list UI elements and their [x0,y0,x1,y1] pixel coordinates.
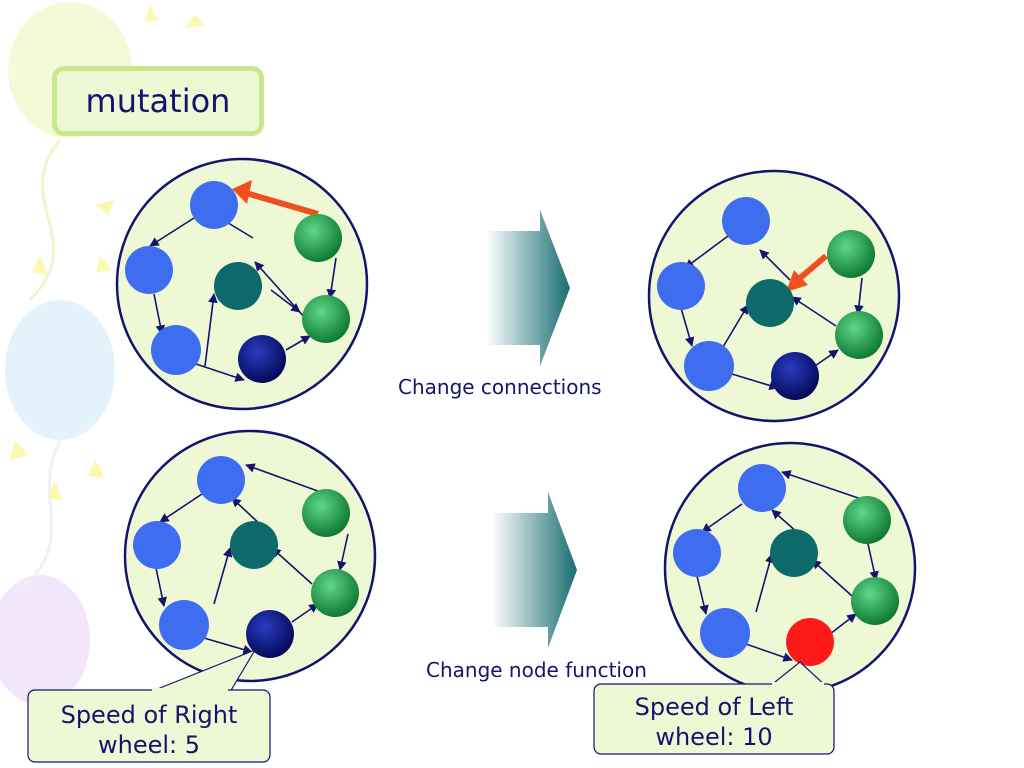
node-red [786,618,834,666]
node-green [843,496,891,544]
node-green [294,214,342,262]
highlight-arrow-head [786,270,808,292]
node-teal [746,279,794,327]
highlight-arrow-shaft [245,190,319,217]
callout-joint [152,688,228,693]
node-green [302,295,350,343]
node-teal [770,529,818,577]
highlight-arrow-shaft [798,253,828,281]
node-blue [197,456,245,504]
connections [155,463,349,655]
callout-box [27,689,271,763]
node-teal [230,521,278,569]
caption-change-node-function: Change node function [426,658,647,682]
connections [680,235,864,391]
node-green [827,230,875,278]
transition-arrow-top [486,210,570,366]
slide-title: mutation [85,82,231,120]
node-teal [214,262,262,310]
balloon-decoration-bottom [0,575,90,705]
node-blue [684,341,734,391]
node-blue [125,246,173,294]
callout-left-wheel-text: Speed of Left wheel: 10 [634,693,794,751]
node-blue [722,197,770,245]
star-decorations [10,5,205,500]
caption-change-connections: Change connections [398,375,602,399]
balloon-string-middle [19,439,62,592]
connections [149,217,337,382]
callout-left-wheel [593,661,835,755]
callout-right-wheel-text: Speed of Right wheel: 5 [60,701,238,759]
node-blue [133,521,181,569]
network-bottom-right [663,441,917,695]
node-blue [190,181,238,229]
node-blue [657,262,705,310]
network-top-right [647,169,901,423]
network-bottom-left [123,429,377,683]
node-green [835,311,883,359]
node-blue [700,608,750,658]
node-navy [238,335,286,383]
node-blue [673,529,721,577]
node-navy [771,352,819,400]
callout-box [593,683,835,755]
node-green [851,577,899,625]
node-green [302,489,350,537]
balloon-string-top [28,139,62,302]
node-blue [738,464,786,512]
callout-right-wheel [27,648,271,763]
network-top-left [115,157,369,411]
node-blue [151,325,201,375]
node-navy [246,610,294,658]
title-box: mutation [52,66,264,136]
node-blue [159,600,209,650]
node-green [311,569,359,617]
transition-arrow-bottom [492,492,577,648]
balloon-decoration-middle [5,300,115,440]
callout-joint [772,682,824,687]
highlight-arrow-head [232,180,252,204]
